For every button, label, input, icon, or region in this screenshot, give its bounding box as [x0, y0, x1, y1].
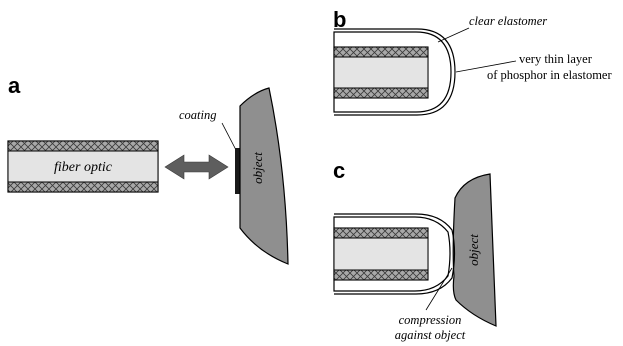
panel-b-cladding-top — [333, 46, 429, 58]
panel-c-object-label: object — [466, 234, 481, 266]
panel-a-object — [239, 87, 289, 265]
fiber-cladding-top — [7, 140, 159, 152]
panel-c-probe — [333, 213, 456, 295]
phosphor-label-line2: of phosphor in elastomer — [487, 68, 612, 82]
coating-layer — [235, 148, 240, 194]
double-arrow-icon — [164, 154, 229, 180]
compression-label-line1: compression — [399, 313, 462, 327]
panel-b-cladding-bottom — [333, 87, 429, 99]
compression-label-line2: against object — [395, 328, 466, 342]
panel-c-object — [452, 173, 497, 327]
panel-c-phosphor-outer — [334, 213, 456, 295]
clear-elastomer-leader-line — [437, 27, 470, 43]
coating-leader-line — [221, 122, 237, 151]
phosphor-layer-outer — [334, 28, 456, 116]
panel-a-label: a — [8, 73, 21, 98]
panel-b-core — [333, 56, 429, 89]
fiber-optic-label: fiber optic — [54, 160, 113, 175]
panel-b-label: b — [333, 7, 346, 32]
coating-label: coating — [179, 108, 217, 122]
panel-a-object-label: object — [250, 152, 265, 184]
compression-leader-line — [425, 267, 453, 311]
panel-c-label: c — [333, 158, 345, 183]
panel-a-fiber-optic: fiber optic — [7, 140, 159, 193]
fiber-core — [7, 150, 159, 183]
panel-b-probe — [333, 28, 456, 116]
panel-c-cladding-bottom — [333, 269, 429, 281]
panel-c-cladding-top — [333, 227, 429, 239]
fiber-cladding-bottom — [7, 181, 159, 193]
panel-c-core — [333, 237, 429, 271]
phosphor-leader-line — [455, 60, 517, 73]
phosphor-label-line1: very thin layer — [519, 52, 593, 66]
clear-elastomer-label: clear elastomer — [469, 14, 547, 28]
